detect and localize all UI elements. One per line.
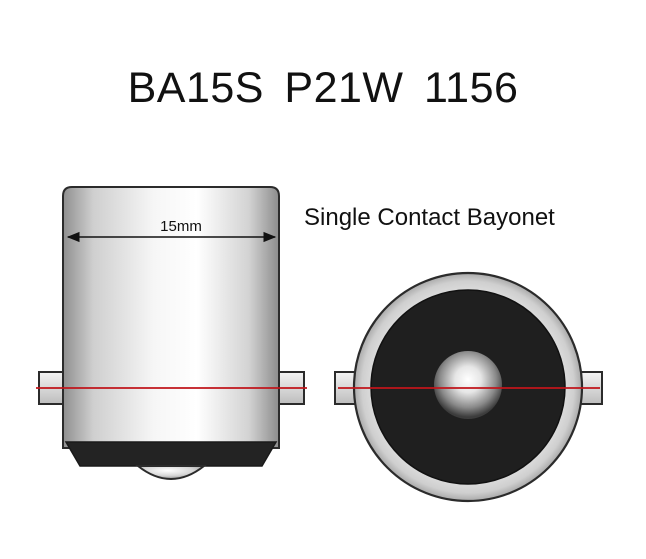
bottom-view [334, 271, 603, 503]
center-contact [434, 351, 502, 419]
insulator-base [64, 441, 278, 467]
solder-contact-tip [135, 465, 207, 480]
side-view: 15mm [36, 186, 307, 480]
dimension-label: 15mm [160, 218, 202, 235]
contact-type-label: Single Contact Bayonet [304, 204, 555, 231]
product-title: BA15S P21W 1156 [127, 64, 519, 112]
metal-shell [62, 186, 280, 449]
